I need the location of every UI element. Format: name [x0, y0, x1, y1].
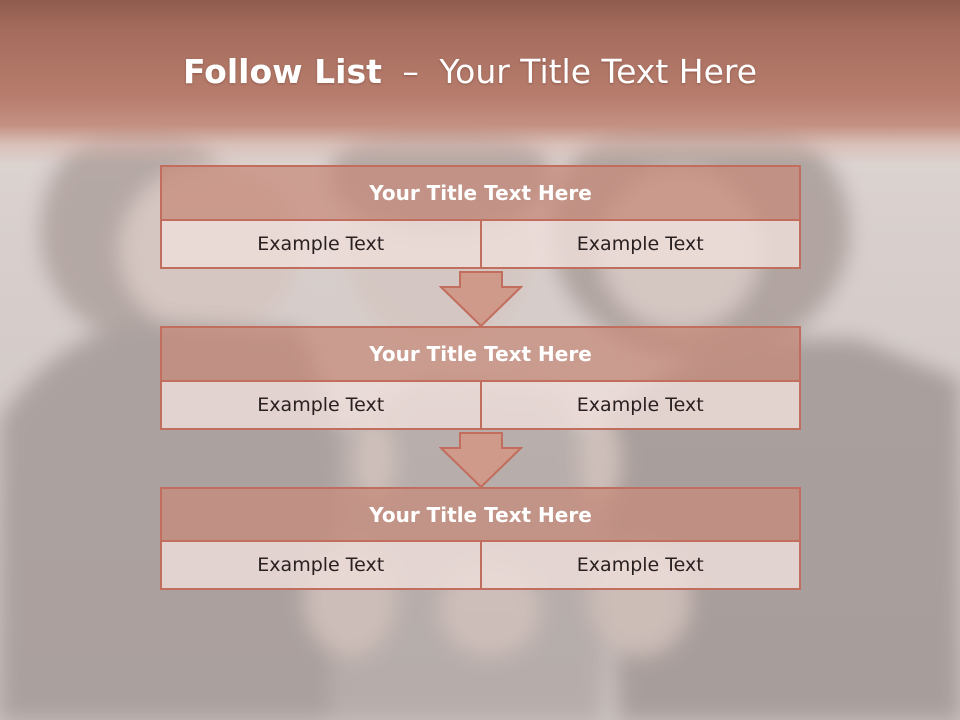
slide-title: Follow List – Your Title Text Here [0, 52, 940, 91]
step-box-3: Your Title Text Here Example Text Exampl… [160, 487, 801, 590]
step-cell-right: Example Text [481, 382, 801, 430]
step-box-2: Your Title Text Here Example Text Exampl… [160, 326, 801, 430]
step-box-1: Your Title Text Here Example Text Exampl… [160, 165, 801, 269]
step-cell-left: Example Text [160, 542, 482, 590]
header-band [0, 0, 960, 165]
step-cell-left: Example Text [160, 382, 482, 430]
title-bold: Follow List [182, 52, 382, 91]
step-cell-left: Example Text [160, 221, 482, 269]
title-separator: – [402, 52, 419, 91]
title-rest: Your Title Text Here [439, 52, 758, 91]
step-cell-right: Example Text [481, 542, 801, 590]
step-header: Your Title Text Here [160, 487, 801, 542]
down-arrow-icon [439, 432, 523, 488]
step-header: Your Title Text Here [160, 165, 801, 221]
down-arrow-icon [439, 271, 523, 327]
step-header: Your Title Text Here [160, 326, 801, 382]
step-cell-right: Example Text [481, 221, 801, 269]
